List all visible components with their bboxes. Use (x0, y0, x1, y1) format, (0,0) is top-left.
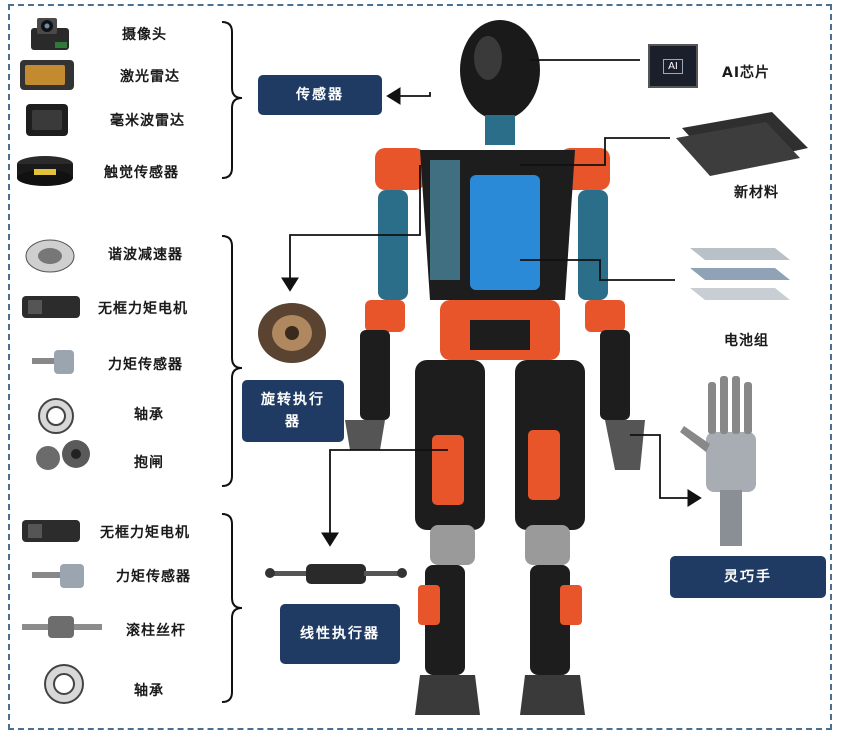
dexterous-hand-icon (680, 376, 756, 546)
torque-sensor-icon (32, 350, 74, 374)
camera-icon (31, 18, 69, 50)
frameless-torque-motor-icon-2 (22, 520, 80, 542)
bearing-icon (38, 398, 74, 434)
robot-battery-pack (470, 175, 540, 290)
ai-chip-label: AI芯片 (722, 65, 771, 81)
linear-item-frameless-motor: 无框力矩电机 (100, 525, 190, 541)
rotary-item-harmonic-reducer: 谐波减速器 (108, 247, 183, 263)
rotary-item-torque-sensor: 力矩传感器 (108, 357, 183, 373)
humanoid-robot (345, 20, 645, 715)
roller-screw-icon (22, 616, 102, 638)
linear-actuator-icon (265, 564, 407, 584)
brake-icon (36, 440, 90, 470)
robot-left-linear-actuator (432, 435, 464, 505)
tactile-sensor-icon (17, 156, 73, 186)
connector-lines (281, 59, 702, 547)
torque-sensor-icon-2 (32, 564, 84, 588)
linear-item-bearing: 轴承 (134, 683, 164, 699)
robot-right-linear-actuator (528, 430, 560, 500)
battery-pack-icon (690, 248, 790, 300)
new-material-label: 新材料 (734, 185, 779, 201)
bearing-icon-2 (44, 664, 84, 704)
mmwave-radar-icon (26, 104, 68, 136)
sensor-item-mmwave-radar: 毫米波雷达 (110, 113, 185, 129)
ai-chip-icon: AI (648, 44, 698, 88)
dexterous-hand-category: 灵巧手 (670, 556, 826, 598)
rotary-actuator-category: 旋转执行器 (242, 380, 344, 442)
sensor-item-lidar: 激光雷达 (120, 69, 180, 85)
linear-item-roller-screw: 滚柱丝杆 (126, 623, 186, 639)
sensor-item-camera: 摄像头 (122, 27, 167, 43)
linear-actuator-category: 线性执行器 (280, 604, 400, 664)
frameless-torque-motor-icon (22, 296, 80, 318)
harmonic-reducer-icon (25, 239, 75, 273)
rotary-item-bearing: 轴承 (134, 407, 164, 423)
linear-item-torque-sensor: 力矩传感器 (116, 569, 191, 585)
lidar-icon (20, 60, 74, 90)
linear-bracket (221, 513, 243, 703)
diagram-frame (8, 4, 832, 730)
rotary-item-frameless-motor: 无框力矩电机 (98, 301, 188, 317)
battery-pack-label: 电池组 (724, 333, 769, 349)
robot-left-shoulder (375, 148, 425, 190)
rotary-item-brake: 抱闸 (134, 455, 164, 471)
ai-chip-mark: AI (663, 58, 683, 74)
sensor-category: 传感器 (258, 75, 382, 115)
rotary-bracket (221, 235, 243, 487)
robot-head (460, 20, 540, 120)
sensor-item-tactile: 触觉传感器 (104, 165, 179, 181)
rotary-actuator-icon (258, 303, 326, 363)
carbon-fiber-sheet-icon (676, 112, 808, 176)
sensor-bracket (221, 21, 243, 179)
